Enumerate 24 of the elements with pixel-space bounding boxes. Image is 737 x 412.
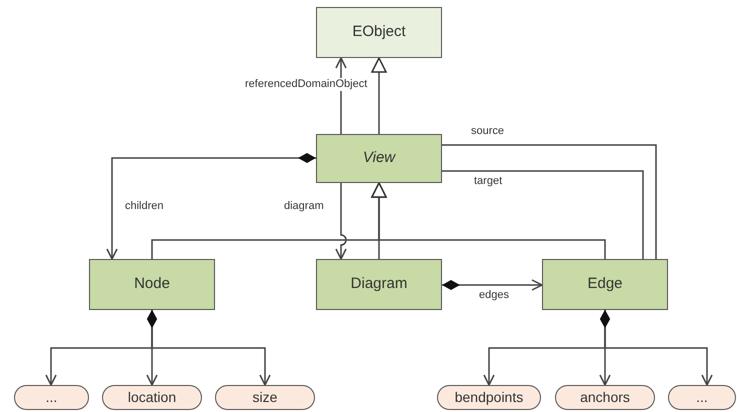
association-line xyxy=(335,183,347,260)
association-line xyxy=(442,279,543,291)
generalization-arrow xyxy=(371,182,606,259)
attribute-pill: ... xyxy=(668,385,736,410)
attribute-pill: bendpoints xyxy=(437,385,541,410)
edge-label: referencedDomainObject xyxy=(244,78,368,91)
association-line xyxy=(147,310,271,386)
edge-label: target xyxy=(473,175,504,188)
generalization-arrow xyxy=(371,57,387,134)
attribute-pill: location xyxy=(102,385,202,410)
edge-label: diagram xyxy=(283,200,325,213)
edge-label: edges xyxy=(478,289,510,302)
association-line xyxy=(600,310,713,386)
association-line xyxy=(442,170,644,259)
association-line xyxy=(442,144,657,259)
association-line xyxy=(106,153,316,260)
class-box: Edge xyxy=(542,259,668,310)
class-box: EObject xyxy=(316,7,442,58)
attribute-pill: size xyxy=(215,385,315,410)
class-box: View xyxy=(316,134,442,183)
attribute-pill: anchors xyxy=(555,385,655,410)
class-box: Diagram xyxy=(316,259,442,310)
attribute-pill: ... xyxy=(14,385,89,410)
class-box: Node xyxy=(89,259,215,310)
